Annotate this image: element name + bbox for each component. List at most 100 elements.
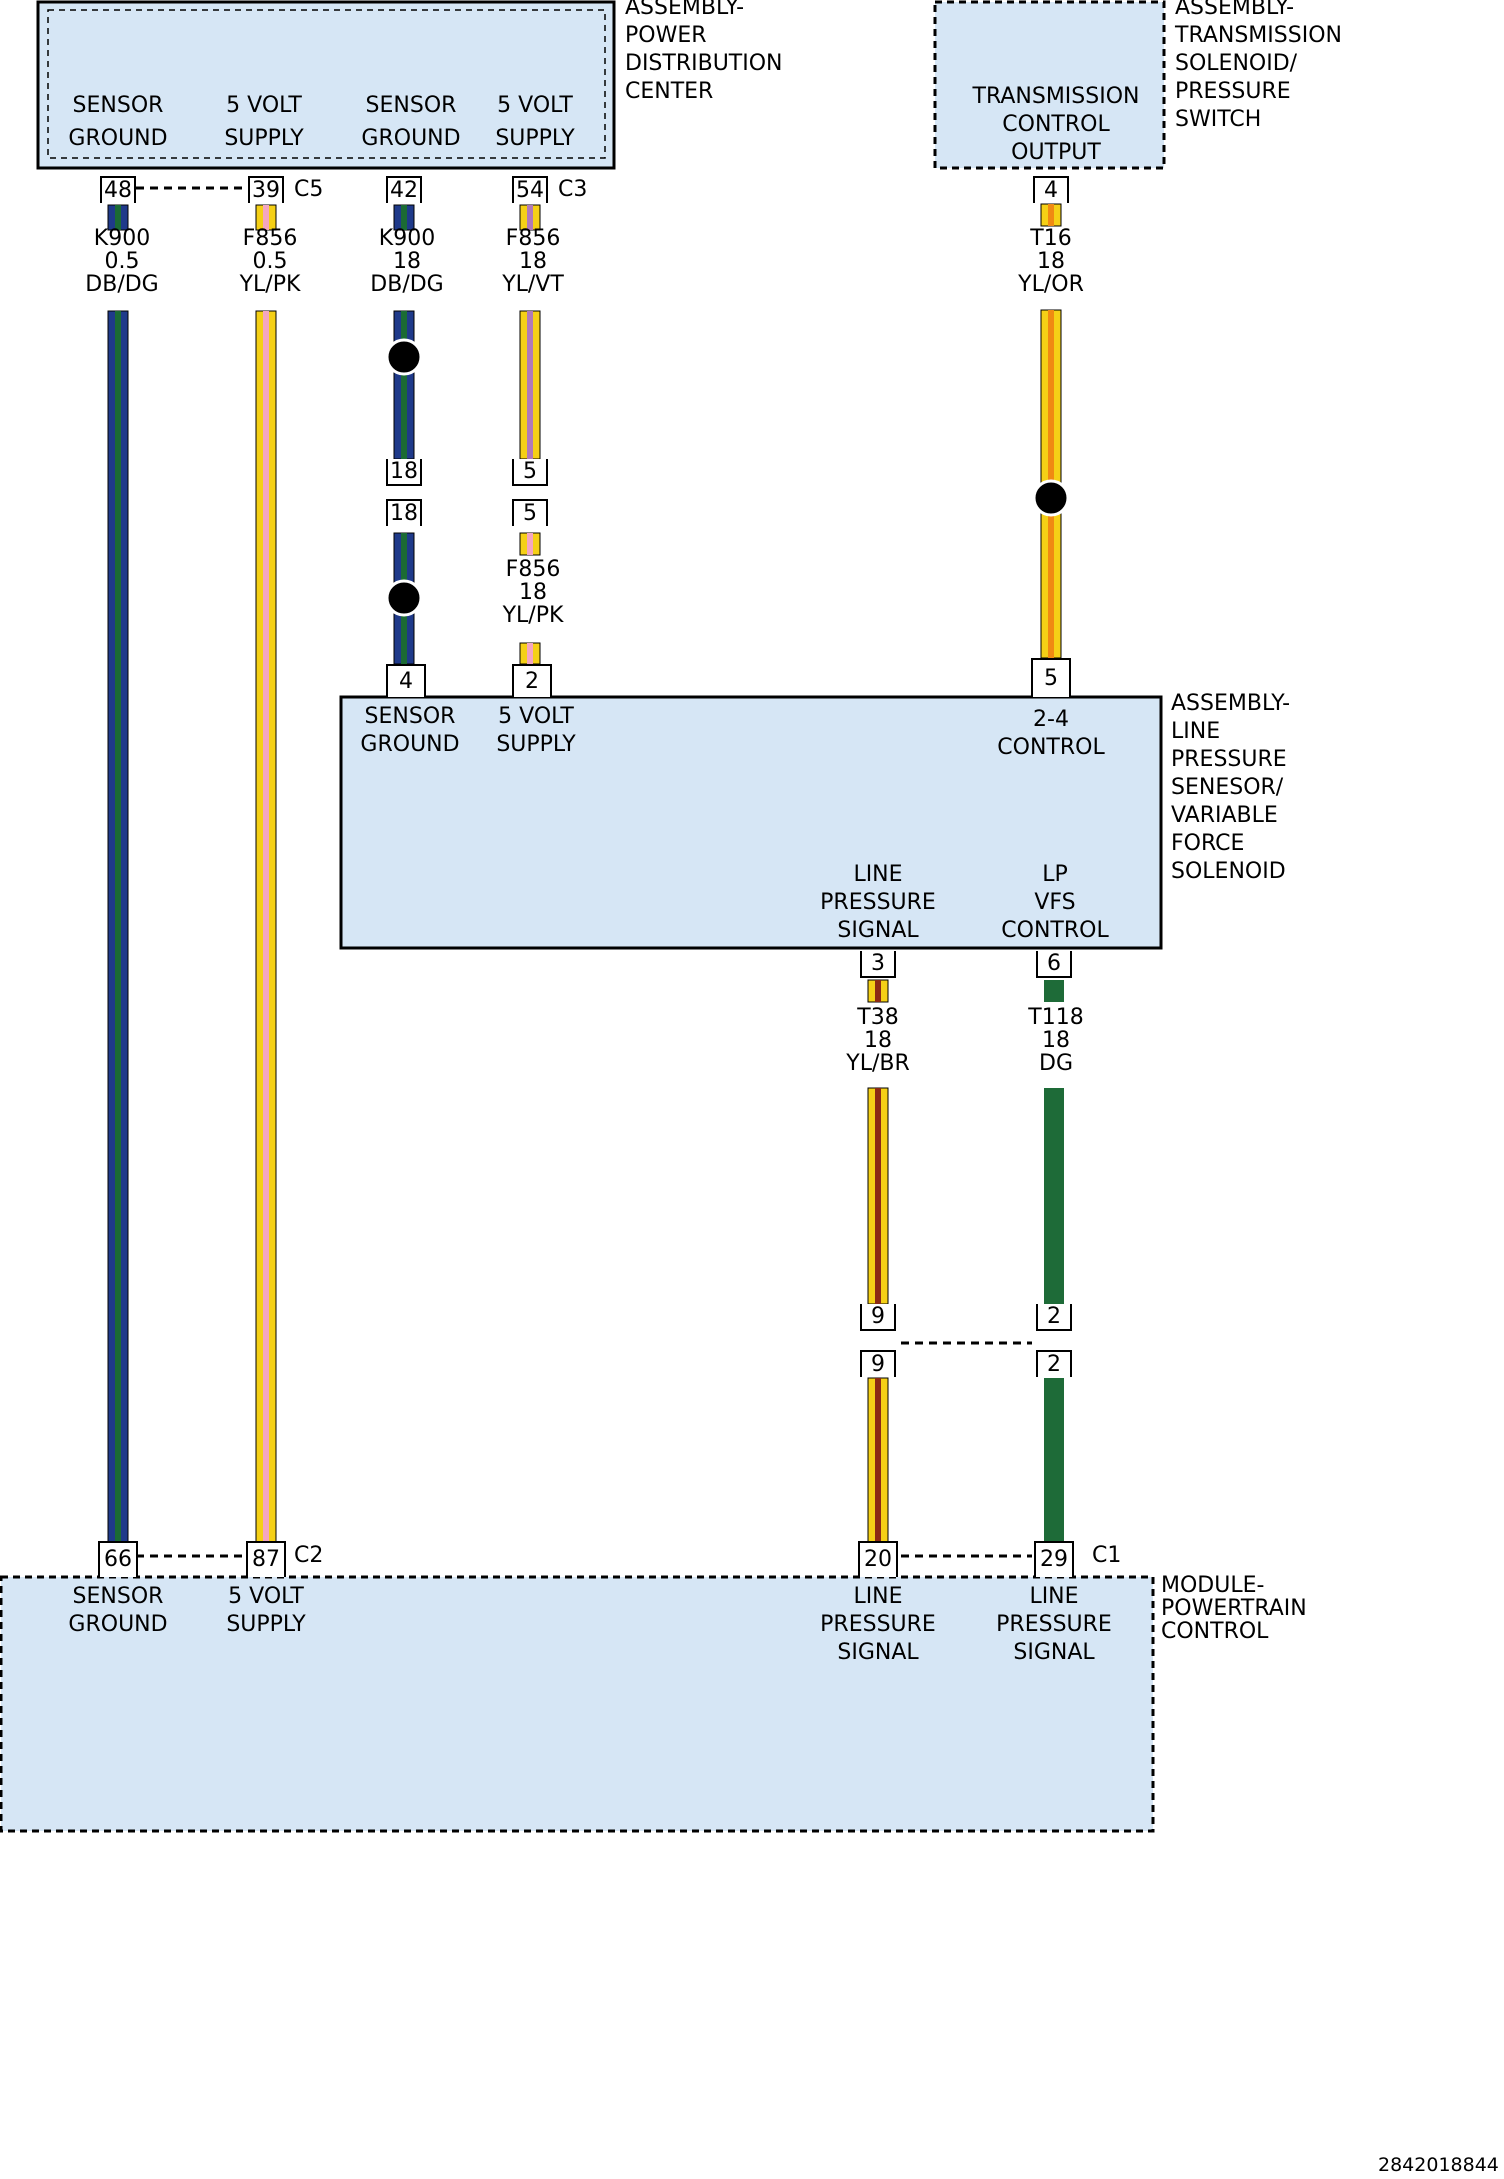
- pdc-func-2-l2: SUPPLY: [224, 126, 304, 151]
- pdc-func-4-l2: SUPPLY: [495, 126, 575, 151]
- wire-label-k900-18: K900 18 DB/DG: [343, 227, 471, 296]
- lps-vfs-l3: CONTROL: [1001, 918, 1109, 943]
- lps-c24-l2: CONTROL: [997, 735, 1105, 760]
- wire-stripe: [115, 205, 121, 230]
- pin-inline-2a: 2: [1036, 1304, 1072, 1331]
- wire-base: [1044, 980, 1064, 1002]
- lps-name-l1: ASSEMBLY-: [1171, 691, 1291, 716]
- wire-stripe: [401, 311, 407, 459]
- tsps-box: [933, 0, 1166, 170]
- pcm-name-l2: POWERTRAIN: [1161, 1596, 1307, 1621]
- wire-color: YL/VT: [502, 272, 564, 297]
- pin-pdc-48: 48: [100, 176, 136, 203]
- lps-control-24: 2-4 CONTROL: [981, 706, 1121, 762]
- pcm-line-pressure-signal-1: LINE PRESSURE SIGNAL: [808, 1583, 948, 1667]
- lps-lp-vfs-control: LP VFS CONTROL: [985, 861, 1125, 945]
- wire-gauge: 18: [1037, 249, 1065, 274]
- pdc-func-2: 5 VOLT SUPPLY: [204, 92, 324, 153]
- pin-inline-5a: 5: [512, 459, 548, 486]
- splice-dot: [385, 338, 423, 376]
- wire-stripe: [527, 205, 533, 230]
- wire-circuit: K900: [378, 226, 436, 251]
- tsps-function: TRANSMISSION CONTROL OUTPUT: [941, 83, 1171, 167]
- lps-name-l6: FORCE: [1171, 831, 1245, 856]
- wire-label-t118: T118 18 DG: [992, 1006, 1120, 1075]
- tsps-func-l2: CONTROL: [1002, 112, 1110, 137]
- lps-lps-l2: PRESSURE: [820, 890, 936, 915]
- lps-name-l2: LINE: [1171, 719, 1221, 744]
- wire-stripe: [875, 1378, 881, 1545]
- pcm-vs-l1: 5 VOLT: [228, 1584, 304, 1609]
- lps-lps-l3: SIGNAL: [837, 918, 919, 943]
- wire-gauge: 0.5: [104, 249, 140, 274]
- wire-label-f856-18-pk: F856 18 YL/PK: [469, 558, 597, 627]
- lps-name-l7: SOLENOID: [1171, 859, 1286, 884]
- pin-inline-5b: 5: [512, 499, 548, 526]
- wire-color: DG: [1039, 1051, 1073, 1076]
- pin-pdc-54: 54: [512, 176, 548, 203]
- lps-sg-l2: GROUND: [360, 732, 460, 757]
- pcm-name: MODULE- POWERTRAIN CONTROL: [1161, 1574, 1307, 1643]
- lps-c24-l1: 2-4: [1033, 707, 1069, 732]
- tsps-name-l2: TRANSMISSION: [1175, 23, 1342, 48]
- wire-label-t38: T38 18 YL/BR: [814, 1006, 942, 1075]
- lps-vs-l2: SUPPLY: [496, 732, 576, 757]
- wire-circuit: F856: [505, 557, 561, 582]
- wire-stripe: [401, 205, 407, 230]
- wire-color: DB/DG: [85, 272, 159, 297]
- tsps-func-l1: TRANSMISSION: [972, 84, 1140, 109]
- wire-t118: [1044, 980, 1064, 1545]
- splice-dot: [1032, 479, 1070, 517]
- wire-circuit: F856: [505, 226, 561, 251]
- lps-name-l4: SENESOR/: [1171, 775, 1284, 800]
- lps-sg-l1: SENSOR: [364, 704, 456, 729]
- pdc-name-l3: DISTRIBUTION: [625, 51, 783, 76]
- wire-label-t16: T16 18 YL/OR: [987, 227, 1115, 296]
- pin-lps-3: 3: [860, 951, 896, 978]
- pcm-lps1-l1: LINE: [853, 1584, 903, 1609]
- pin-pcm-29: 29: [1034, 1541, 1074, 1577]
- wire-label-f856-05: F856 0.5 YL/PK: [206, 227, 334, 296]
- wire-gauge: 18: [864, 1028, 892, 1053]
- tsps-name-l3: SOLENOID/: [1175, 51, 1298, 76]
- pcm-name-l1: MODULE-: [1161, 1573, 1265, 1598]
- lps-vfs-l1: LP: [1042, 862, 1068, 887]
- figure-id: 2842018844: [1378, 2154, 1499, 2176]
- pdc-func-3: SENSOR GROUND: [351, 92, 471, 153]
- connector-c1: C1: [1092, 1543, 1122, 1568]
- wire-circuit: F856: [242, 226, 298, 251]
- pcm-lps1-l3: SIGNAL: [837, 1640, 919, 1665]
- wire-circuit: T16: [1030, 226, 1072, 251]
- pdc-inner-dashed: [47, 9, 606, 159]
- connector-c3: C3: [558, 177, 588, 202]
- wire-circuit: K900: [93, 226, 151, 251]
- pin-lps-4: 4: [386, 664, 426, 697]
- pcm-box: [0, 1575, 1155, 1833]
- pcm-lps2-l3: SIGNAL: [1013, 1640, 1095, 1665]
- pdc-func-4: 5 VOLT SUPPLY: [479, 92, 591, 153]
- pcm-vs-l2: SUPPLY: [226, 1612, 306, 1637]
- pcm-sensor-ground: SENSOR GROUND: [58, 1583, 178, 1639]
- wire-stripe: [527, 533, 533, 555]
- tsps-name-l5: SWITCH: [1175, 107, 1262, 132]
- pin-inline-18a: 18: [386, 459, 422, 486]
- wire-stripe: [527, 311, 533, 459]
- tsps-func-l3: OUTPUT: [1011, 140, 1101, 165]
- tsps-name: ASSEMBLY- TRANSMISSION SOLENOID/ PRESSUR…: [1175, 0, 1342, 134]
- wire-gauge: 0.5: [252, 249, 288, 274]
- lps-vs-l1: 5 VOLT: [498, 704, 574, 729]
- pcm-sg-l2: GROUND: [68, 1612, 168, 1637]
- pcm-volt-supply: 5 VOLT SUPPLY: [206, 1583, 326, 1639]
- pdc-box: [36, 0, 616, 170]
- wire-color: YL/PK: [239, 272, 301, 297]
- wire-stripe: [263, 311, 269, 1561]
- wire-stripe: [875, 1088, 881, 1304]
- pdc-func-3-l2: GROUND: [361, 126, 461, 151]
- pcm-name-l3: CONTROL: [1161, 1619, 1269, 1644]
- pdc-func-1: SENSOR GROUND: [58, 92, 178, 153]
- pin-pdc-42: 42: [386, 176, 422, 203]
- pdc-func-3-l1: SENSOR: [365, 93, 457, 118]
- wire-base: [1044, 1378, 1064, 1545]
- pin-pcm-20: 20: [858, 1541, 898, 1577]
